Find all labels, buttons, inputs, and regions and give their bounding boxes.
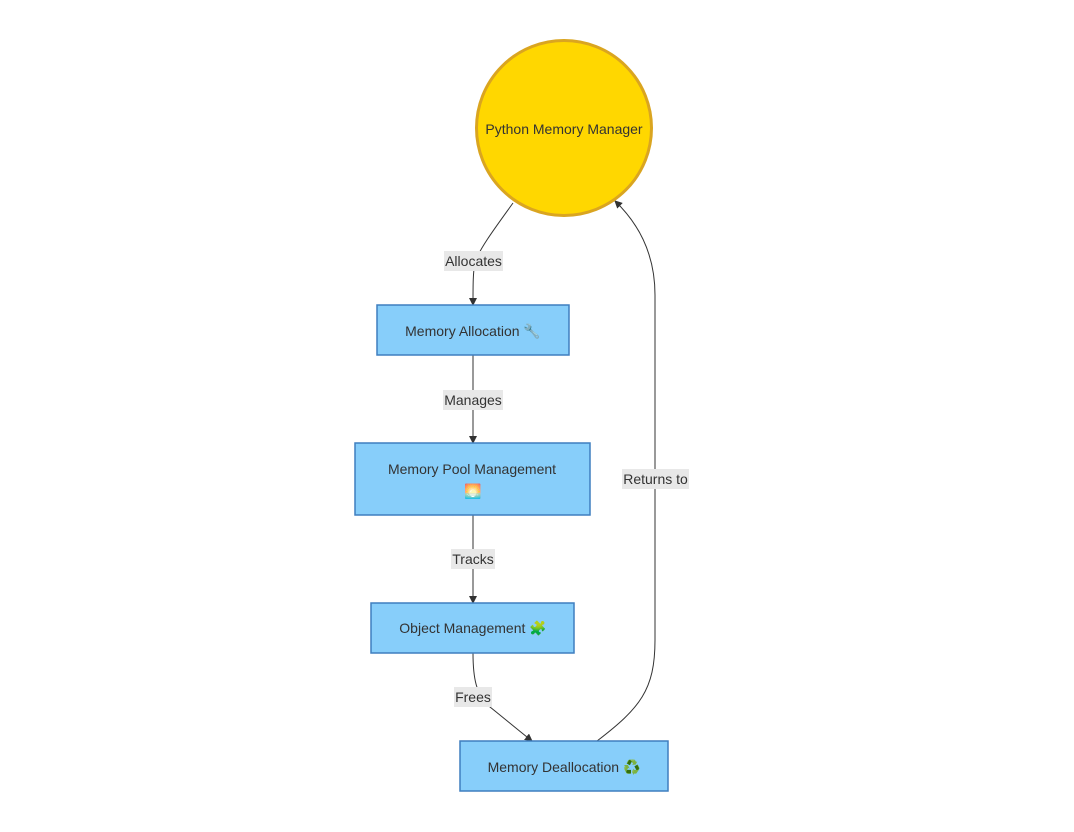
wrench-icon: 🔧 [523, 322, 540, 340]
node-python-memory-manager-label: Python Memory Manager [485, 121, 643, 137]
edge-label-tracks: Tracks [451, 549, 495, 569]
svg-text:Object Management: Object Management 🧩 [399, 620, 546, 637]
node-memory-allocation[interactable]: Memory Allocation 🔧 [376, 304, 570, 356]
node-memory-deallocation[interactable]: Memory Deallocation ♻️ [459, 740, 669, 792]
sunrise-icon: 🌅 [464, 483, 481, 500]
svg-text:Memory Deallocation: Memory Deallocation ♻️ [488, 759, 641, 776]
node-memory-pool-management[interactable]: Memory Pool Management 🌅 [354, 442, 591, 516]
node-memory-pool-management-label: Memory Pool Management [388, 461, 556, 477]
recycle-icon: ♻️ [623, 759, 640, 776]
edge-label-returns-to: Returns to [622, 469, 689, 489]
edge-label-returns-to-text: Returns to [623, 471, 688, 487]
node-object-management-label: Object Management [399, 620, 525, 636]
edge-label-allocates-text: Allocates [445, 253, 502, 269]
node-memory-allocation-label: Memory Allocation [405, 323, 519, 339]
edge-label-frees: Frees [454, 687, 492, 707]
node-object-management[interactable]: Object Management 🧩 [370, 602, 575, 654]
edge-label-tracks-text: Tracks [452, 551, 493, 567]
edge-label-allocates: Allocates [444, 251, 503, 271]
edge-label-manages: Manages [443, 390, 503, 410]
svg-text:Memory Allocation: Memory Allocation 🔧 [405, 322, 541, 340]
puzzle-piece-icon: 🧩 [529, 620, 546, 637]
edge-label-frees-text: Frees [455, 689, 491, 705]
node-python-memory-manager[interactable]: Python Memory Manager [475, 39, 653, 217]
node-memory-deallocation-label: Memory Deallocation [488, 759, 620, 775]
edge-label-manages-text: Manages [444, 392, 502, 408]
edge-returns-to [596, 200, 656, 742]
